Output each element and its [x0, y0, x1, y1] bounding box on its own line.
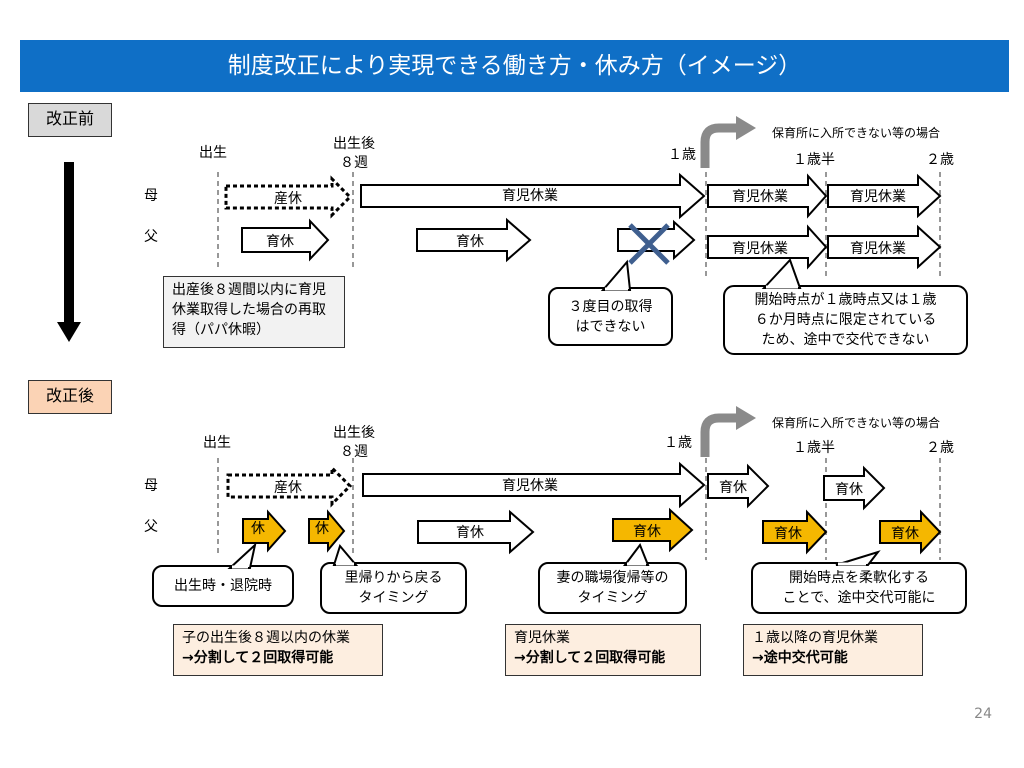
before-fixed-note: 開始時点が１歳時点又は１歳 ６か月時点に限定されている ため、途中で交代できない [754, 292, 937, 348]
before-ext-label-4: 育児休業 [850, 241, 906, 257]
before-label-two-years: ２歳 [926, 152, 954, 168]
summary-2-line-2: →分割して２回取得可能 [514, 650, 666, 666]
transition-arrow [57, 162, 81, 342]
after-mother-ext-2 [823, 465, 886, 511]
after-father-ext-2 [879, 509, 942, 555]
bubble-third-shape [548, 259, 673, 346]
before-father-ext-1 [707, 224, 828, 270]
after-mother-ext-1 [707, 463, 770, 509]
before-papa-note: 出産後８週間以内に育児休業取得した場合の再取得（パパ休暇） [163, 276, 345, 348]
bubble-discharge-shape [152, 542, 294, 607]
before-ext-label-1: 育児休業 [732, 189, 788, 205]
before-tag: 改正前 [28, 103, 112, 137]
before-nursery-note: 保育所に入所できない等の場合 [772, 126, 941, 140]
after-father-ext-label-2: 育休 [891, 526, 919, 542]
before-row-mother: 母 [144, 188, 158, 204]
after-maternity-arrow [226, 464, 353, 508]
after-childcare-label: 育児休業 [502, 478, 558, 494]
after-label-birth: 出生 [203, 435, 231, 451]
before-mother-ext-1 [707, 173, 828, 219]
after-summary-2: 育児休業 →分割して２回取得可能 [505, 624, 701, 676]
after-childcare-arrow [362, 461, 706, 509]
after-nursery-note: 保育所に入所できない等の場合 [772, 416, 941, 430]
bubble-return-shape [320, 543, 467, 614]
before-curve-arrow [700, 116, 756, 168]
after-return-note: 里帰りから戻る タイミング [344, 570, 443, 606]
summary-3-line-2: →途中交代可能 [752, 650, 848, 666]
bubble-flex-shape [751, 550, 967, 614]
after-label-one-half: １歳半 [793, 440, 835, 456]
after-mother-ext-label-2: 育休 [835, 482, 863, 498]
summary-3-line-1: １歳以降の育児休業 [752, 630, 878, 646]
after-discharge-note: 出生時・退院時 [174, 578, 272, 594]
after-father-short-label-2: 休 [315, 521, 329, 537]
after-father-leave-label-1: 育休 [456, 525, 484, 541]
before-father-arrow-1 [241, 218, 330, 262]
after-father-short-2 [308, 509, 346, 553]
after-row-father: 父 [144, 519, 158, 535]
after-father-ext-1 [762, 509, 828, 555]
before-milestone-lines [217, 172, 941, 280]
after-label-one-year: １歳 [664, 435, 692, 451]
after-father-leave-1 [417, 509, 535, 555]
before-label-one-year: １歳 [668, 147, 696, 163]
after-milestone-lines [217, 458, 941, 560]
before-childcare-arrow [360, 172, 706, 220]
before-childcare-label: 育児休業 [502, 188, 558, 204]
before-maternity-label: 産休 [274, 191, 302, 207]
bubble-fixed-shape [723, 258, 968, 355]
before-row-father: 父 [144, 229, 158, 245]
after-summary-3: １歳以降の育児休業 →途中交代可能 [743, 624, 923, 676]
title-banner: 制度改正により実現できる働き方・休み方（イメージ） [20, 40, 1009, 92]
before-ext-label-2: 育児休業 [850, 189, 906, 205]
after-father-short-label-1: 休 [251, 521, 265, 537]
before-label-after-birth: 出生後 ８週 [333, 136, 375, 171]
after-flex-note: 開始時点を柔軟化する ことで、途中交代可能に [782, 570, 936, 606]
after-mother-ext-label-1: 育休 [719, 480, 747, 496]
after-wife-note: 妻の職場復帰等の タイミング [556, 570, 669, 606]
after-father-leave-label-2: 育休 [633, 524, 661, 540]
after-tag: 改正後 [28, 380, 112, 414]
before-third-note: ３度目の取得 はできない [568, 298, 653, 335]
bubble-wife-shape [538, 542, 687, 614]
before-label-one-half: １歳半 [793, 152, 835, 168]
after-summary-1: 子の出生後８週以内の休業 →分割して２回取得可能 [173, 624, 383, 676]
before-maternity-arrow [224, 175, 353, 219]
after-label-after-birth: 出生後 ８週 [333, 425, 375, 460]
after-father-ext-label-1: 育休 [774, 526, 802, 542]
page-number: 24 [974, 706, 992, 722]
summary-1-line-2: →分割して２回取得可能 [182, 650, 334, 666]
before-father-label-2: 育休 [456, 234, 484, 250]
summary-1-line-1: 子の出生後８週以内の休業 [182, 630, 350, 646]
after-maternity-label: 産休 [274, 480, 302, 496]
before-father-arrow-2 [416, 217, 532, 263]
before-father-ext-2 [827, 224, 942, 270]
after-curve-arrow [700, 406, 756, 457]
after-row-mother: 母 [144, 478, 158, 494]
after-father-leave-2 [612, 507, 694, 553]
after-father-short-1 [242, 509, 287, 553]
before-mother-ext-2 [827, 173, 942, 219]
after-label-two-years: ２歳 [926, 440, 954, 456]
before-label-birth: 出生 [199, 145, 227, 161]
before-ext-label-3: 育児休業 [732, 241, 788, 257]
cross-icon [628, 223, 670, 265]
summary-2-line-1: 育児休業 [514, 630, 570, 646]
before-father-label-1: 育休 [266, 234, 294, 250]
